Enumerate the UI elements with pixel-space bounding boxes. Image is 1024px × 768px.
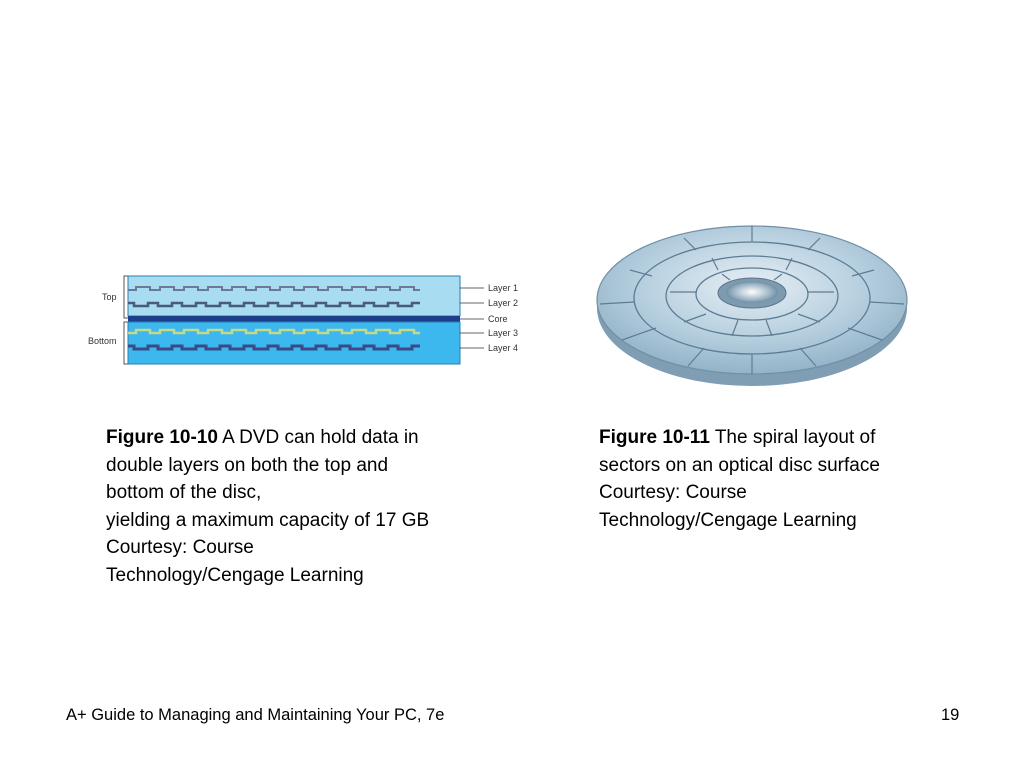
caption-line: sectors on an optical disc surface — [599, 454, 880, 476]
caption-line: Courtesy: Course — [106, 537, 254, 558]
sector-dividers — [599, 226, 905, 374]
dvd-layers-diagram: Top Bottom Layer 1 Layer 2 Core Layer 3 … — [82, 272, 518, 368]
layer-3-track — [128, 328, 420, 335]
caption-text: A DVD can hold data in — [217, 427, 419, 448]
footer-book-title: A+ Guide to Managing and Maintaining You… — [66, 706, 445, 724]
layer-2-track — [128, 301, 420, 308]
bottom-label: Bottom — [88, 336, 117, 346]
core-layer — [128, 316, 460, 322]
figure-10-11-title: Figure 10-11 — [599, 427, 710, 448]
layer-4-track — [128, 344, 420, 351]
top-label: Top — [102, 292, 117, 302]
figure-10-10-caption: Figure 10-10 A DVD can hold data in doub… — [106, 424, 526, 589]
layer-1-track — [128, 286, 420, 291]
caption-line: Courtesy: Course — [599, 482, 747, 503]
figure-10-10-title: Figure 10-10 — [106, 427, 218, 448]
track-ring-middle — [665, 255, 839, 337]
caption-line: Technology/Cengage Learning — [599, 509, 857, 531]
layer-1-label: Layer 1 — [488, 283, 518, 293]
caption-line: Figure 10-10 A DVD can hold data in — [106, 424, 526, 452]
figure-10-11-caption: Figure 10-11 The spiral layout of sector… — [599, 424, 979, 534]
core-label: Core — [488, 314, 508, 324]
track-ring-inner — [695, 267, 809, 321]
top-brace — [123, 275, 128, 319]
caption-line: Technology/Cengage Learning — [106, 564, 364, 586]
layer-2-label: Layer 2 — [488, 298, 518, 308]
layer-3-label: Layer 3 — [488, 328, 518, 338]
optical-disc-illustration — [592, 222, 912, 394]
bottom-substrate — [127, 321, 461, 365]
bottom-brace — [123, 321, 128, 365]
layer-4-label: Layer 4 — [488, 343, 518, 353]
caption-line: double layers on both the top and — [106, 454, 389, 476]
optical-disc-svg — [596, 225, 908, 386]
dvd-layers-svg: Top Bottom Layer 1 Layer 2 Core Layer 3 … — [88, 275, 518, 365]
caption-line: bottom of the disc, — [106, 482, 262, 503]
footer-page-number: 19 — [941, 706, 960, 724]
top-substrate — [127, 275, 461, 317]
caption-line: Figure 10-11 The spiral layout of — [599, 424, 979, 452]
disc-hub-center — [726, 281, 778, 303]
caption-text: The spiral layout of — [709, 427, 876, 448]
caption-line: yielding a maximum capacity of 17 GB — [106, 509, 430, 531]
